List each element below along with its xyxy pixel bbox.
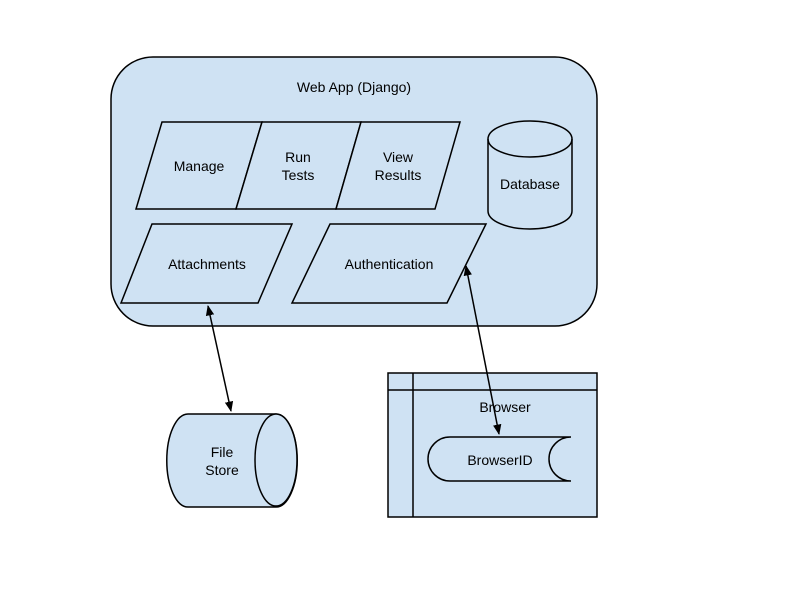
database-label: Database	[500, 176, 560, 192]
module-view-results: View Results	[335, 121, 461, 210]
file-store-cylinder: File Store	[166, 413, 298, 508]
module-manage-label: Manage	[174, 158, 225, 174]
browserid-component: BrowserID	[427, 436, 572, 482]
module-run-tests-label-1: Run	[285, 149, 311, 165]
module-authentication-label: Authentication	[345, 256, 434, 272]
module-attachments: Attachments	[119, 223, 294, 304]
attachments-filestore-arrow	[205, 304, 234, 413]
web-app-title: Web App (Django)	[297, 79, 411, 95]
browserid-label: BrowserID	[467, 452, 532, 468]
module-view-results-label-1: View	[383, 149, 414, 165]
browser-label: Browser	[479, 399, 531, 415]
module-run-tests-label-2: Tests	[282, 167, 315, 183]
authentication-browserid-arrow	[463, 264, 502, 436]
file-store-label-1: File	[211, 444, 234, 460]
file-store-label-2: Store	[205, 462, 239, 478]
module-view-results-label-2: Results	[375, 167, 422, 183]
database-cylinder: Database	[487, 120, 573, 230]
module-attachments-label: Attachments	[168, 256, 246, 272]
module-manage: Manage	[134, 121, 264, 210]
module-authentication: Authentication	[290, 223, 488, 304]
